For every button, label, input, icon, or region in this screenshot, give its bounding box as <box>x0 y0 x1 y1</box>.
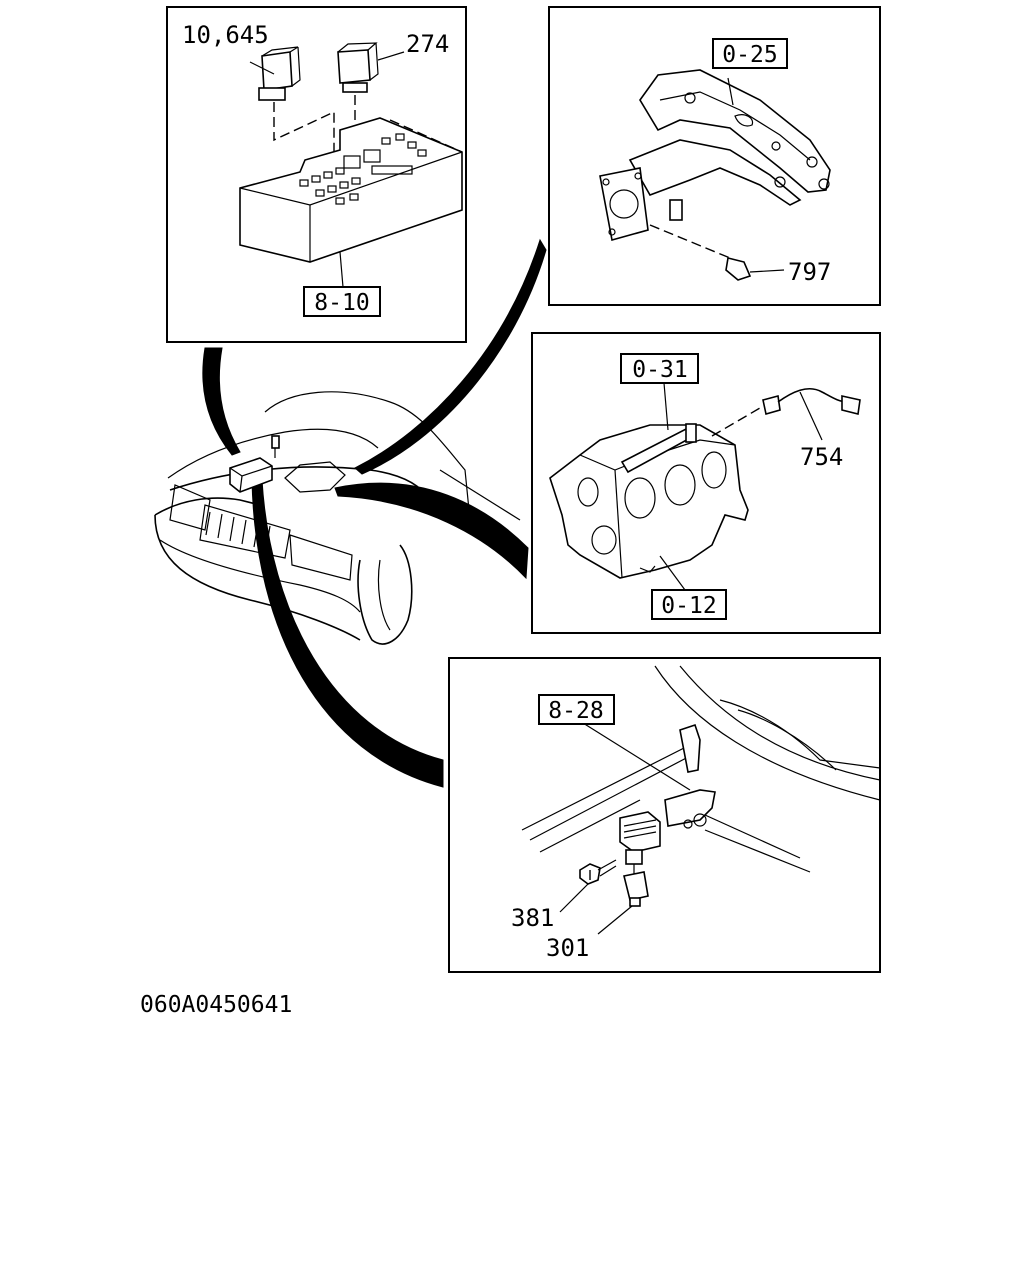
ref-box-0-25: 0-25 <box>722 42 777 68</box>
ref-box-8-28-frame <box>538 694 615 725</box>
ref-box-8-10-frame <box>303 286 381 317</box>
ref-box-0-25-frame <box>712 38 788 69</box>
drawing-code: 060A0450641 <box>140 992 292 1018</box>
ref-box-0-12-frame <box>651 589 727 620</box>
callout-10-645: 10,645 <box>182 21 269 49</box>
callout-754: 754 <box>800 443 843 471</box>
vehicle-illustration <box>154 391 521 645</box>
swoosh-manifold <box>354 238 547 475</box>
ref-box-0-31: 0-31 <box>632 357 687 383</box>
ref-box-0-31-frame <box>620 353 699 384</box>
ref-box-8-28: 8-28 <box>548 698 603 724</box>
bracket-sensor-drawing <box>521 665 881 935</box>
connector-swooshes <box>202 238 547 788</box>
swoosh-bracket <box>251 479 444 788</box>
panel-bracket-sensor <box>448 657 881 973</box>
ref-box-8-10: 8-10 <box>314 290 369 316</box>
swoosh-fusebox <box>202 347 241 456</box>
callout-301: 301 <box>546 934 589 962</box>
fuse-slots <box>299 133 427 205</box>
swoosh-block <box>334 482 529 580</box>
intake-manifold-drawing <box>599 69 831 281</box>
ref-box-0-12: 0-12 <box>661 593 716 619</box>
callout-274: 274 <box>406 30 449 58</box>
callout-381: 381 <box>511 904 554 932</box>
engine-block-drawing <box>549 382 861 591</box>
callout-797: 797 <box>788 258 831 286</box>
fuse-box-drawing <box>239 42 463 288</box>
